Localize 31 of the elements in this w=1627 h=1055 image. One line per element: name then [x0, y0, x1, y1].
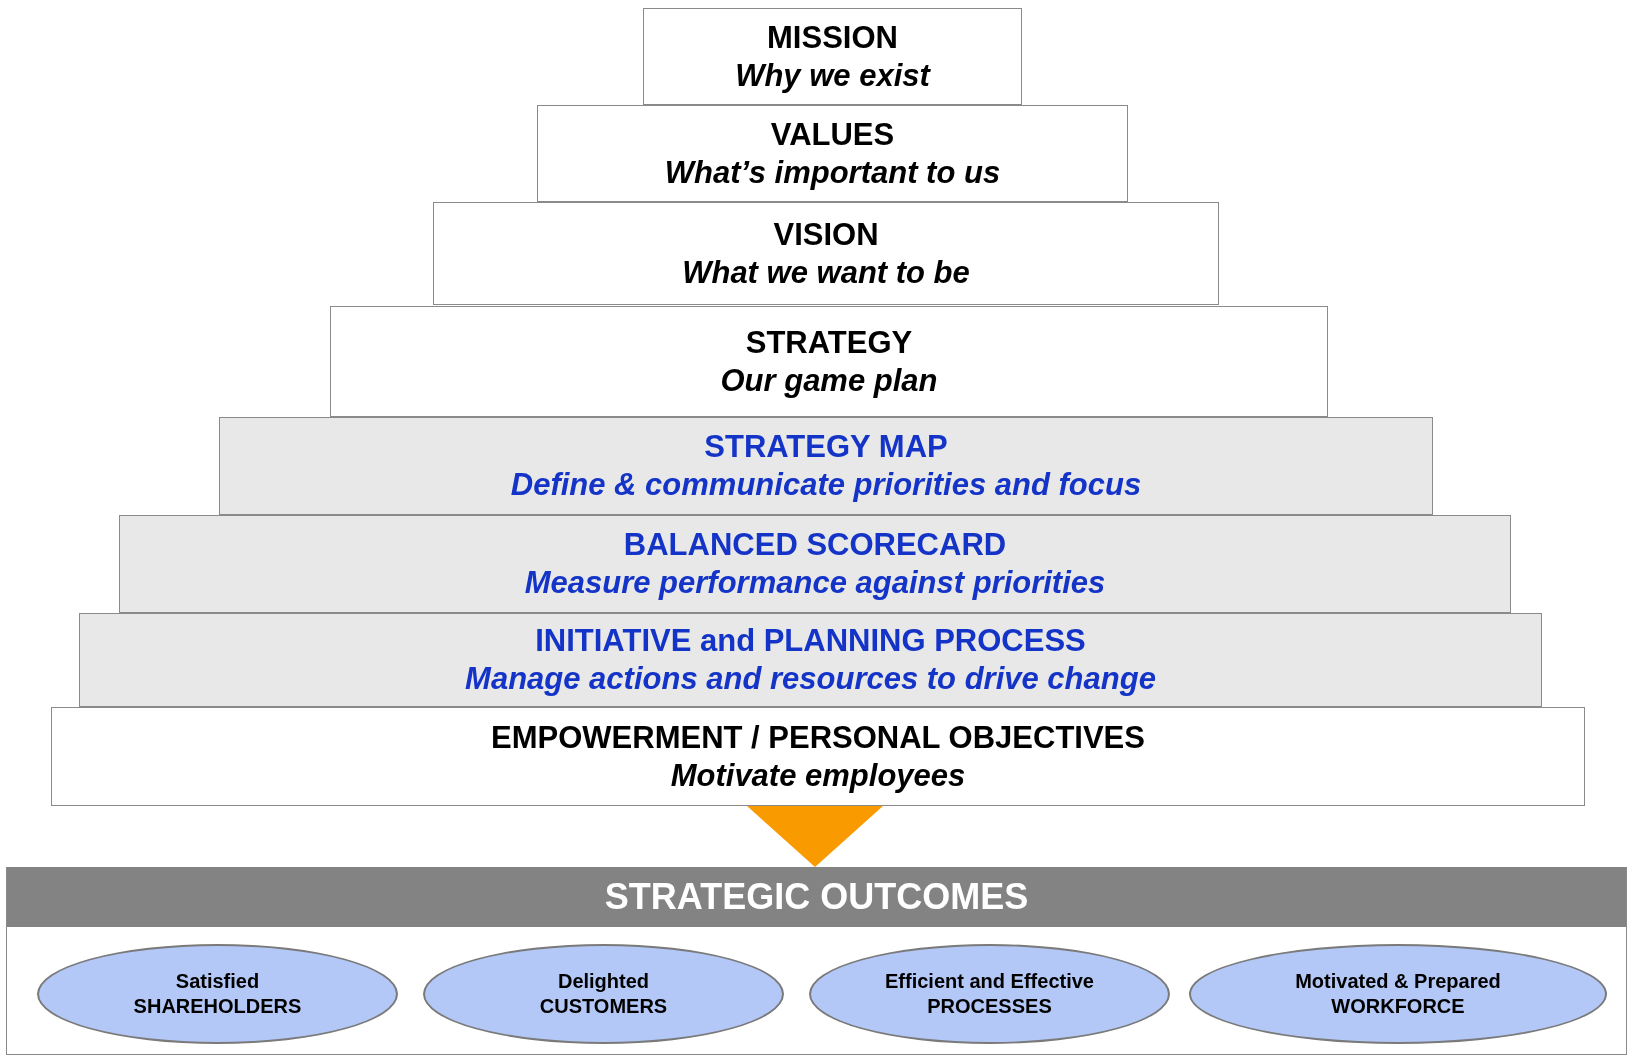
tier-title: BALANCED SCORECARD [623, 526, 1007, 564]
outcomes-panel [6, 867, 1627, 1055]
pyramid-tier [433, 202, 1219, 305]
tier-title: EMPOWERMENT / PERSONAL OBJECTIVES [491, 718, 1145, 757]
tier-title: STRATEGY MAP [704, 428, 948, 466]
outcome-label: Motivated & Prepared WORKFORCE [1294, 969, 1502, 1019]
outcome-label: Delighted CUSTOMERS [538, 969, 669, 1019]
outcome-label: Satisfied SHAREHOLDERS [132, 969, 303, 1019]
pyramid-tier [219, 417, 1433, 515]
tier-description: Define & communicate priorities and focus [510, 466, 1142, 504]
tier-title: MISSION [767, 18, 898, 57]
tier-description: What we want to be [682, 253, 970, 292]
tier-description: Why we exist [735, 56, 930, 95]
pyramid-tier [537, 105, 1128, 202]
tier-title: INITIATIVE and PLANNING PROCESS [535, 622, 1086, 660]
tier-description: What’s important to us [664, 153, 1001, 192]
pyramid-tier [643, 8, 1022, 105]
tier-description: Measure performance against priorities [524, 564, 1106, 602]
arrow [747, 806, 883, 867]
outcome-label: Efficient and Effective PROCESSES [884, 969, 1095, 1019]
tier-description: Motivate employees [670, 756, 966, 795]
pyramid-tier [51, 707, 1585, 806]
tier-title: STRATEGY [745, 323, 913, 362]
pyramid-tier [79, 613, 1542, 707]
pyramid-tier [330, 306, 1328, 417]
pyramid-tier [119, 515, 1511, 613]
panel-header: STRATEGIC OUTCOMES [7, 867, 1626, 927]
tier-title: VALUES [770, 115, 895, 154]
tier-description: Manage actions and resources to drive change [465, 660, 1156, 698]
tier-description: Our game plan [720, 361, 938, 400]
tier-title: VISION [773, 215, 879, 254]
